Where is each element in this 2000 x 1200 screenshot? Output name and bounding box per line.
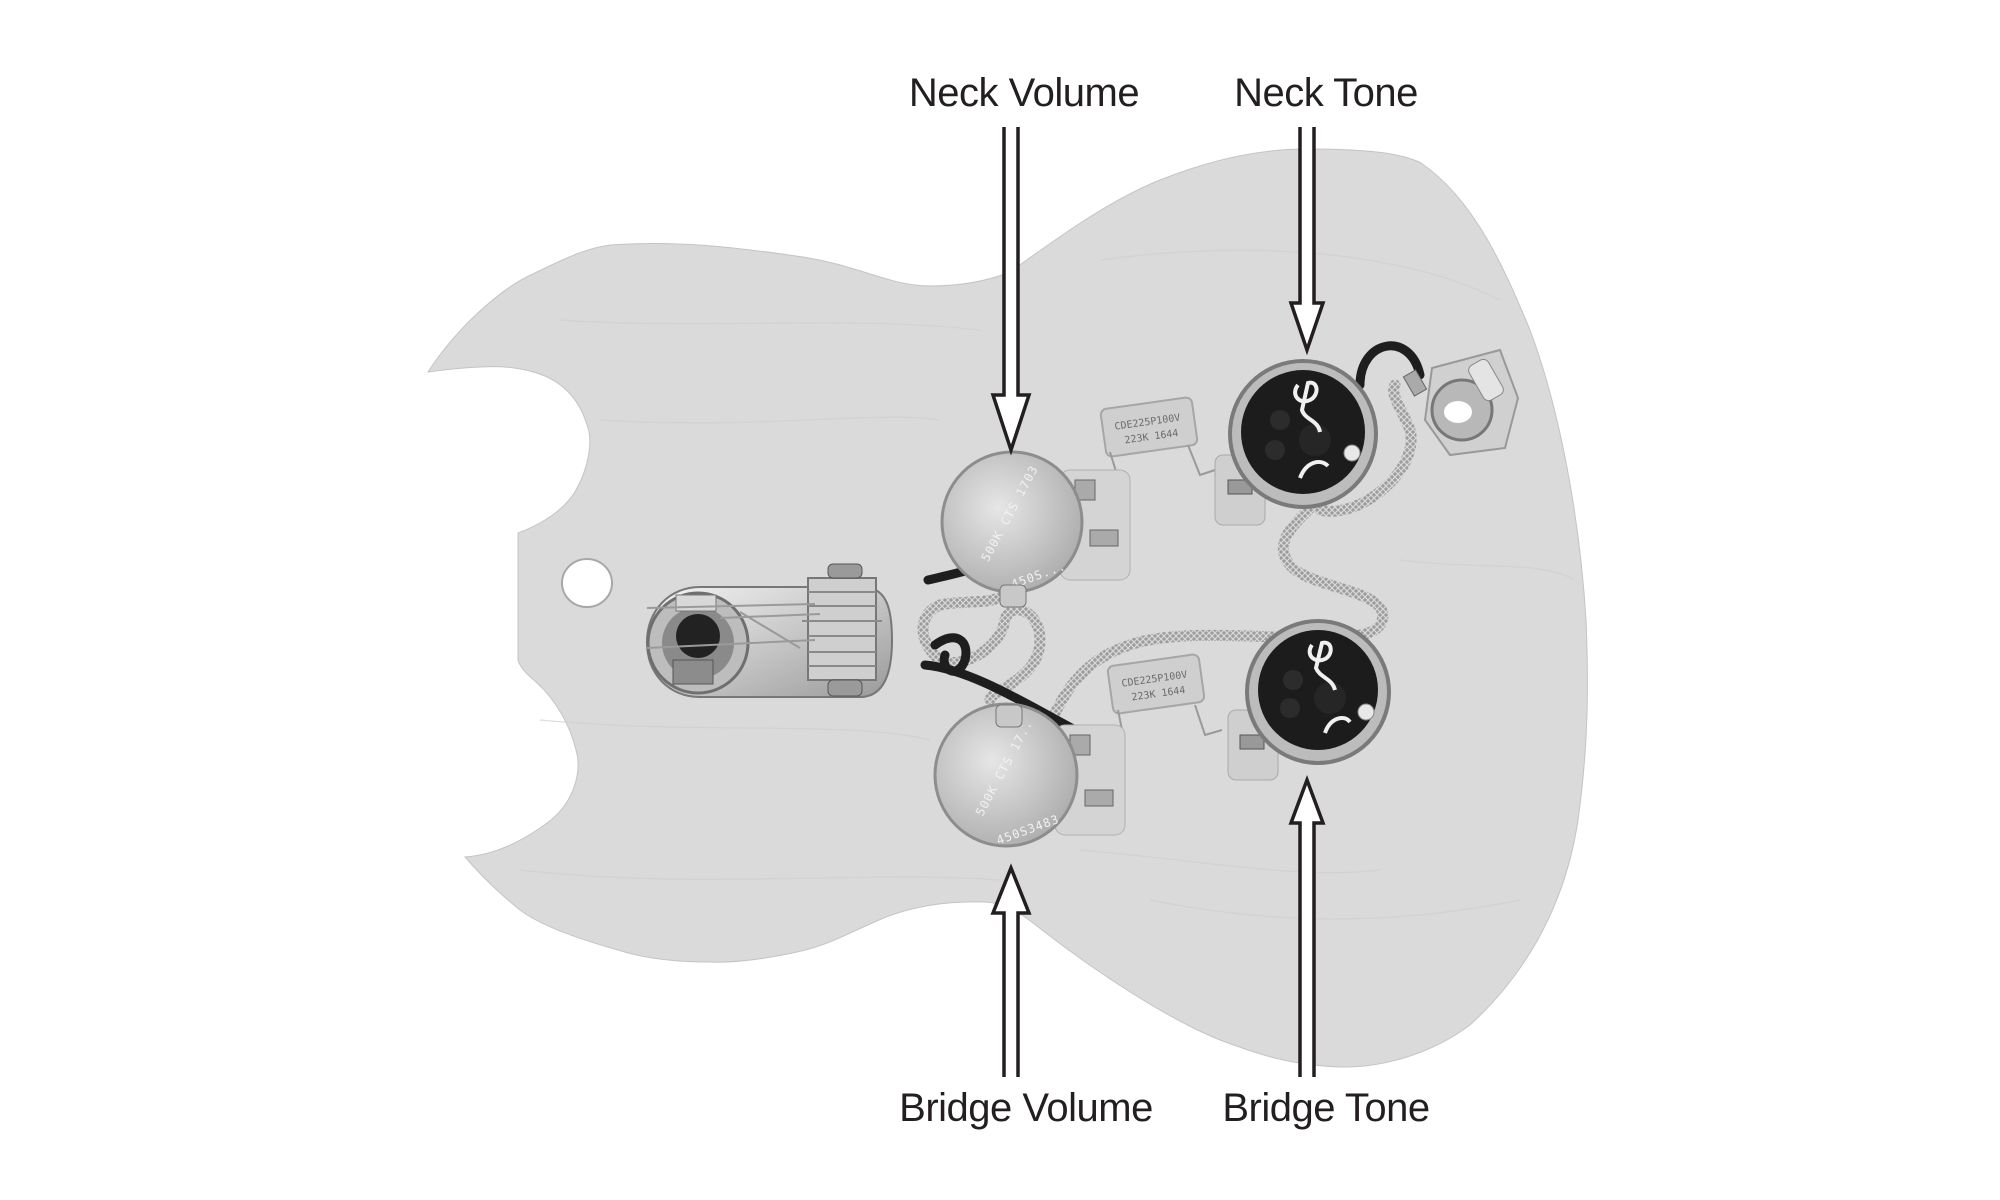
bridge-volume-arrow (990, 863, 1032, 1077)
neck-tone-label: Neck Tone (1234, 71, 1418, 115)
bridge-volume-pot: 500K CTS 17.. 450S3483 (933, 702, 1126, 848)
bridge-tone-capacitor: CDE225P100V 223K 1644 (1106, 653, 1223, 753)
bridge-volume-label: Bridge Volume (899, 1086, 1153, 1130)
mounting-hole (561, 558, 613, 608)
pickup-selector-switch (645, 563, 894, 698)
neck-volume-label: Neck Volume (908, 71, 1140, 115)
neck-tone-arrow (1288, 127, 1326, 356)
neck-volume-arrow (990, 127, 1032, 456)
output-jack (1402, 348, 1520, 457)
braided-ground-wires (917, 379, 1417, 731)
wood-grain (519, 249, 1576, 920)
bridge-tone-arrow (1288, 774, 1326, 1077)
neck-tone-pot (1214, 359, 1378, 526)
neck-volume-pot: 500K CTS 1703 450S... (940, 450, 1131, 608)
neck-tone-capacitor: CDE225P100V 223K 1644 (1099, 396, 1216, 491)
bridge-tone-pot (1227, 619, 1391, 781)
bridge-tone-label: Bridge Tone (1222, 1086, 1430, 1130)
